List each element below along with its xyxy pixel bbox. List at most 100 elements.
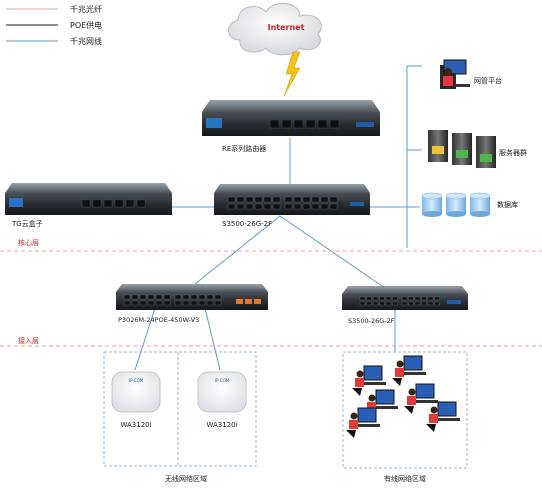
ap-2-label: WA3120i [206,421,237,429]
internet-cloud: Internet [228,2,322,56]
switch-port [174,300,182,306]
switch-port [163,294,171,300]
switch-port [214,300,222,306]
ap-1-logo: IP-COM [129,378,144,383]
router-label: RE系列路由器 [222,144,266,153]
switch-port [214,294,222,300]
server-2-icon [452,133,472,165]
core-switch-ports [227,196,338,210]
switch-port [227,203,236,210]
switch-port [302,196,311,203]
connection-lines [134,65,422,371]
switch-port [421,296,427,301]
switch-port [236,196,245,203]
tgbox-logo-badge [9,198,23,207]
server-cluster: 服务器群 [428,130,527,168]
switch-port [408,301,414,306]
switch-port [284,196,293,203]
tgbox-top [5,183,172,193]
switch-port [293,196,302,203]
wireless-zone-border [103,351,257,467]
switch-port [366,301,372,306]
mgmt-person-head [444,68,452,76]
switch-port [427,296,434,301]
switch-port [190,300,198,306]
db-label: 数据库 [497,200,518,209]
switch-port [302,203,311,210]
switch-port [421,301,427,306]
core-switch-brand-strip [350,202,364,206]
legend: 千兆光纤 POE供电 千兆网线 [6,4,102,46]
switch-port [245,196,254,203]
switch-port [372,296,379,301]
legend-poe-label: POE供电 [70,20,102,30]
switch-port [163,300,171,306]
switch-port [427,301,434,306]
db-cylinder-3-icon [469,192,491,217]
switch-port [329,196,338,203]
poe-switch-top [116,284,268,292]
switch-port [206,300,214,306]
switch-port [254,196,263,203]
switch-port [379,301,385,306]
server-label: 服务器群 [499,148,527,157]
switch-port [329,203,338,210]
server-3-icon [476,136,496,168]
switch-port [379,296,385,301]
switch-port [147,294,155,300]
tgbox-ports [81,199,146,208]
workstation-icon [346,407,380,438]
poe-to-ap1-link [134,307,156,371]
switch-port [155,300,163,306]
workstation-icon [392,355,426,386]
mgmt-person-body [443,76,453,86]
switch-port [372,301,379,306]
switch-port [272,203,281,210]
switch-port [254,203,263,210]
access-switch-ports [359,296,440,306]
poe-switch-ports [123,294,222,306]
switch-port [182,300,190,306]
access-switch-brand-strip [447,300,461,304]
switch-port [131,294,139,300]
switch-port [359,296,366,301]
switch-port [272,196,281,203]
poe-to-ap2-link [204,307,221,371]
access-switch-top [342,286,468,294]
switch-port [139,300,147,306]
router-ports [269,119,340,129]
access-point-icon [197,371,247,413]
access-switch: S3500-26G-2F [342,286,468,325]
switch-port [366,296,372,301]
switch-port [434,301,440,306]
workstation-icon [404,383,438,414]
router-brand-strip [356,122,374,127]
legend-fiber-label: 千兆光纤 [70,4,102,14]
router-logo-badge [206,118,222,128]
switch-port [311,203,320,210]
legend-ethernet-label: 千兆网线 [70,36,102,46]
ap-2-logo: IP-COM [215,378,230,383]
wired-zone-border [342,351,468,469]
wireless-zone-label: 无线网络区域 [165,474,207,483]
core-layer-label: 核心层 [18,238,39,247]
switch-port [123,300,131,306]
switch-port [245,203,254,210]
switch-port [408,296,414,301]
ap-2: IP-COM WA3120i [197,371,247,429]
switch-port [198,300,206,306]
switch-port [385,301,392,306]
switch-port [414,296,421,301]
switch-port [131,300,139,306]
switch-port [320,196,329,203]
switch-port [236,203,245,210]
switch-port [293,203,302,210]
switch-port [263,196,272,203]
database: 数据库 [421,192,518,217]
switch-port [147,300,155,306]
switch-port [190,294,198,300]
tg-cloud-box: TG云盒子 [5,183,172,228]
core-switch: S3500-26G-2F [214,184,370,228]
